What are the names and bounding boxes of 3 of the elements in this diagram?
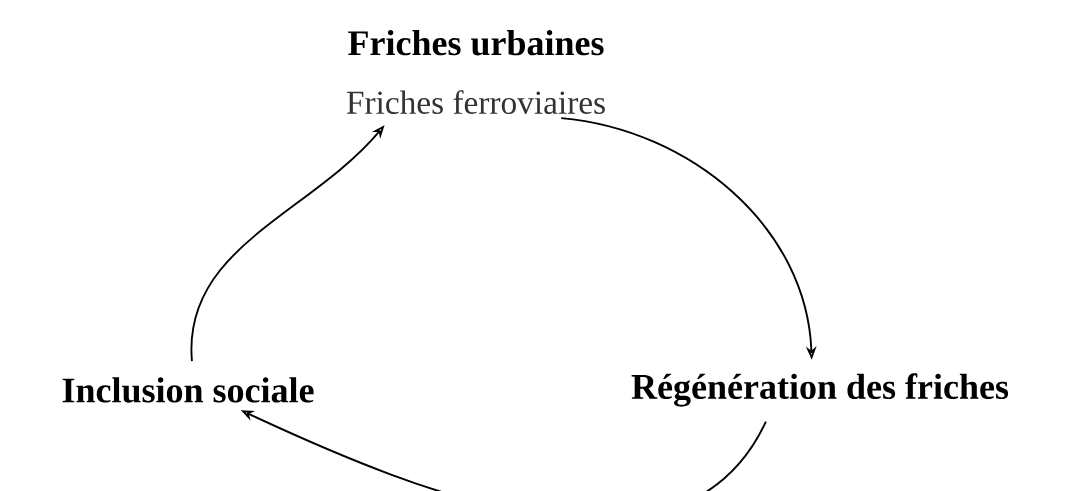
text-label: Régénération des friches: [631, 373, 1009, 407]
text-label: Friches urbaines Friches ferroviaires: [346, 30, 605, 114]
text-label: Inclusion sociale: [62, 377, 314, 403]
